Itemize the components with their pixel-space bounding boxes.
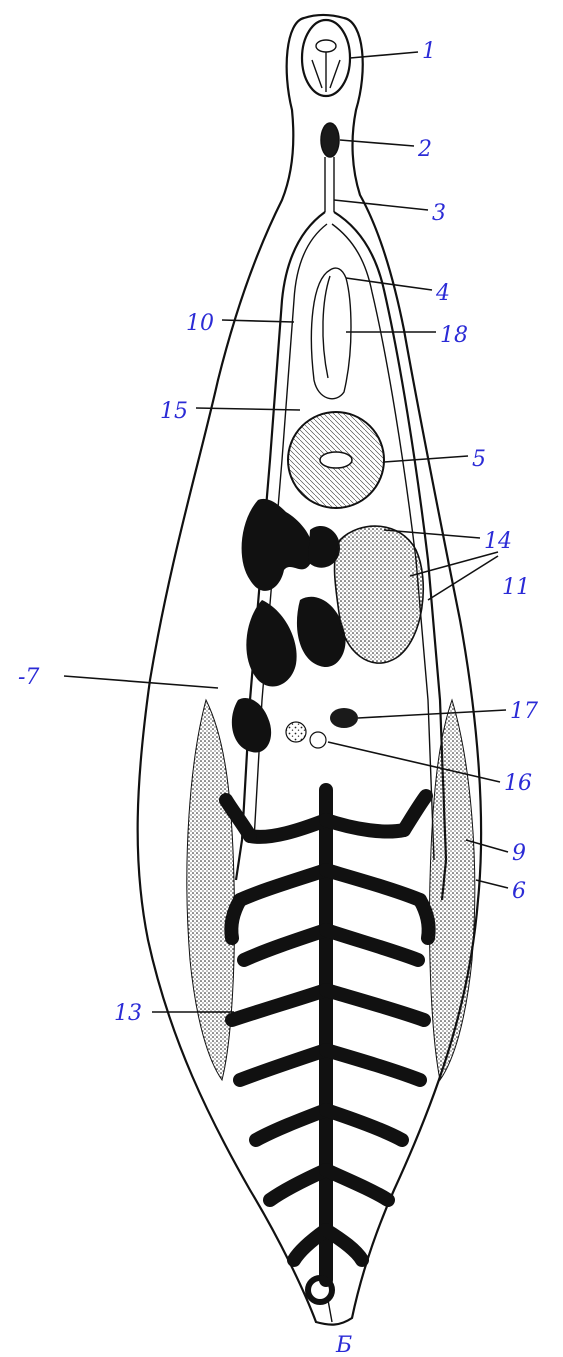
- label-11: 11: [502, 575, 530, 600]
- label-bottom: Б: [335, 1333, 352, 1357]
- label-3: 3: [432, 201, 446, 226]
- seminal-receptacle: [330, 708, 358, 728]
- label-9: 9: [512, 841, 526, 866]
- uterus: [232, 499, 346, 753]
- label-13: 13: [114, 1001, 142, 1026]
- label-5: 5: [472, 447, 486, 472]
- vitellaria-right: [429, 700, 474, 1080]
- oral-sucker: [302, 20, 350, 96]
- label-6: 6: [512, 879, 526, 904]
- ovary: [335, 526, 424, 663]
- label-17: 17: [510, 699, 538, 724]
- label-15: 15: [160, 399, 188, 424]
- label-4: 4: [435, 281, 450, 306]
- label-1: 1: [422, 39, 436, 64]
- label-16: 16: [504, 771, 532, 796]
- excretory-canal: [328, 1300, 332, 1322]
- pharynx: [321, 123, 339, 157]
- label-10: 10: [186, 311, 214, 336]
- testes: [226, 790, 429, 1280]
- label-7: -7: [18, 665, 39, 690]
- label-2: 2: [417, 137, 432, 162]
- body-outline: [138, 15, 481, 1325]
- shell-gland: [286, 722, 326, 748]
- label-18: 18: [440, 323, 468, 348]
- cirrus-sac: [311, 268, 351, 399]
- label-14: 14: [484, 529, 512, 554]
- ventral-sucker: [288, 412, 384, 508]
- esophagus: [325, 157, 334, 212]
